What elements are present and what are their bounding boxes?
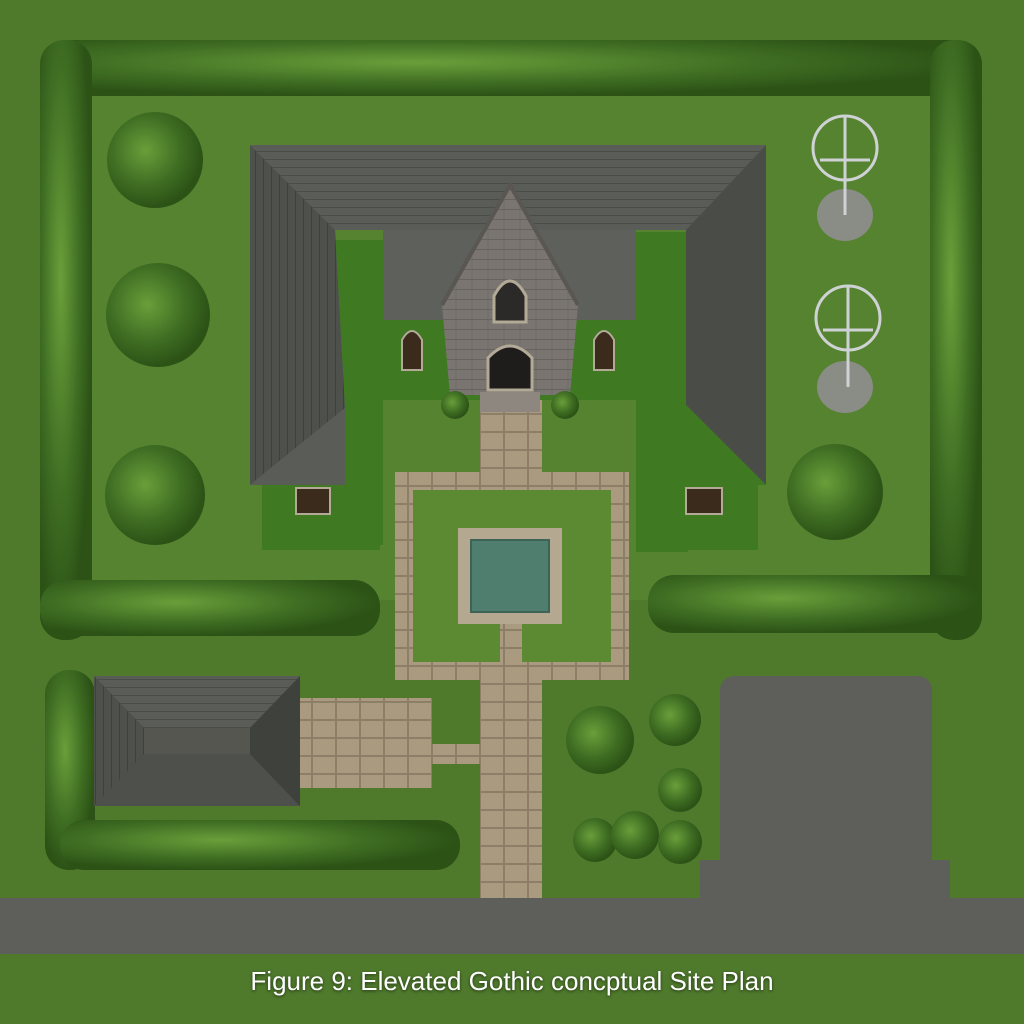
paths — [300, 400, 629, 898]
figure-caption: Figure 9: Elevated Gothic concptual Site… — [250, 966, 774, 996]
pavement — [0, 676, 1024, 954]
trees-left — [105, 112, 210, 545]
outbuilding — [94, 676, 300, 806]
wind-turbines — [811, 114, 882, 413]
main-building — [250, 145, 766, 552]
reflecting-pool — [458, 528, 562, 624]
hedge-border — [40, 40, 982, 870]
trees-right — [566, 444, 883, 864]
